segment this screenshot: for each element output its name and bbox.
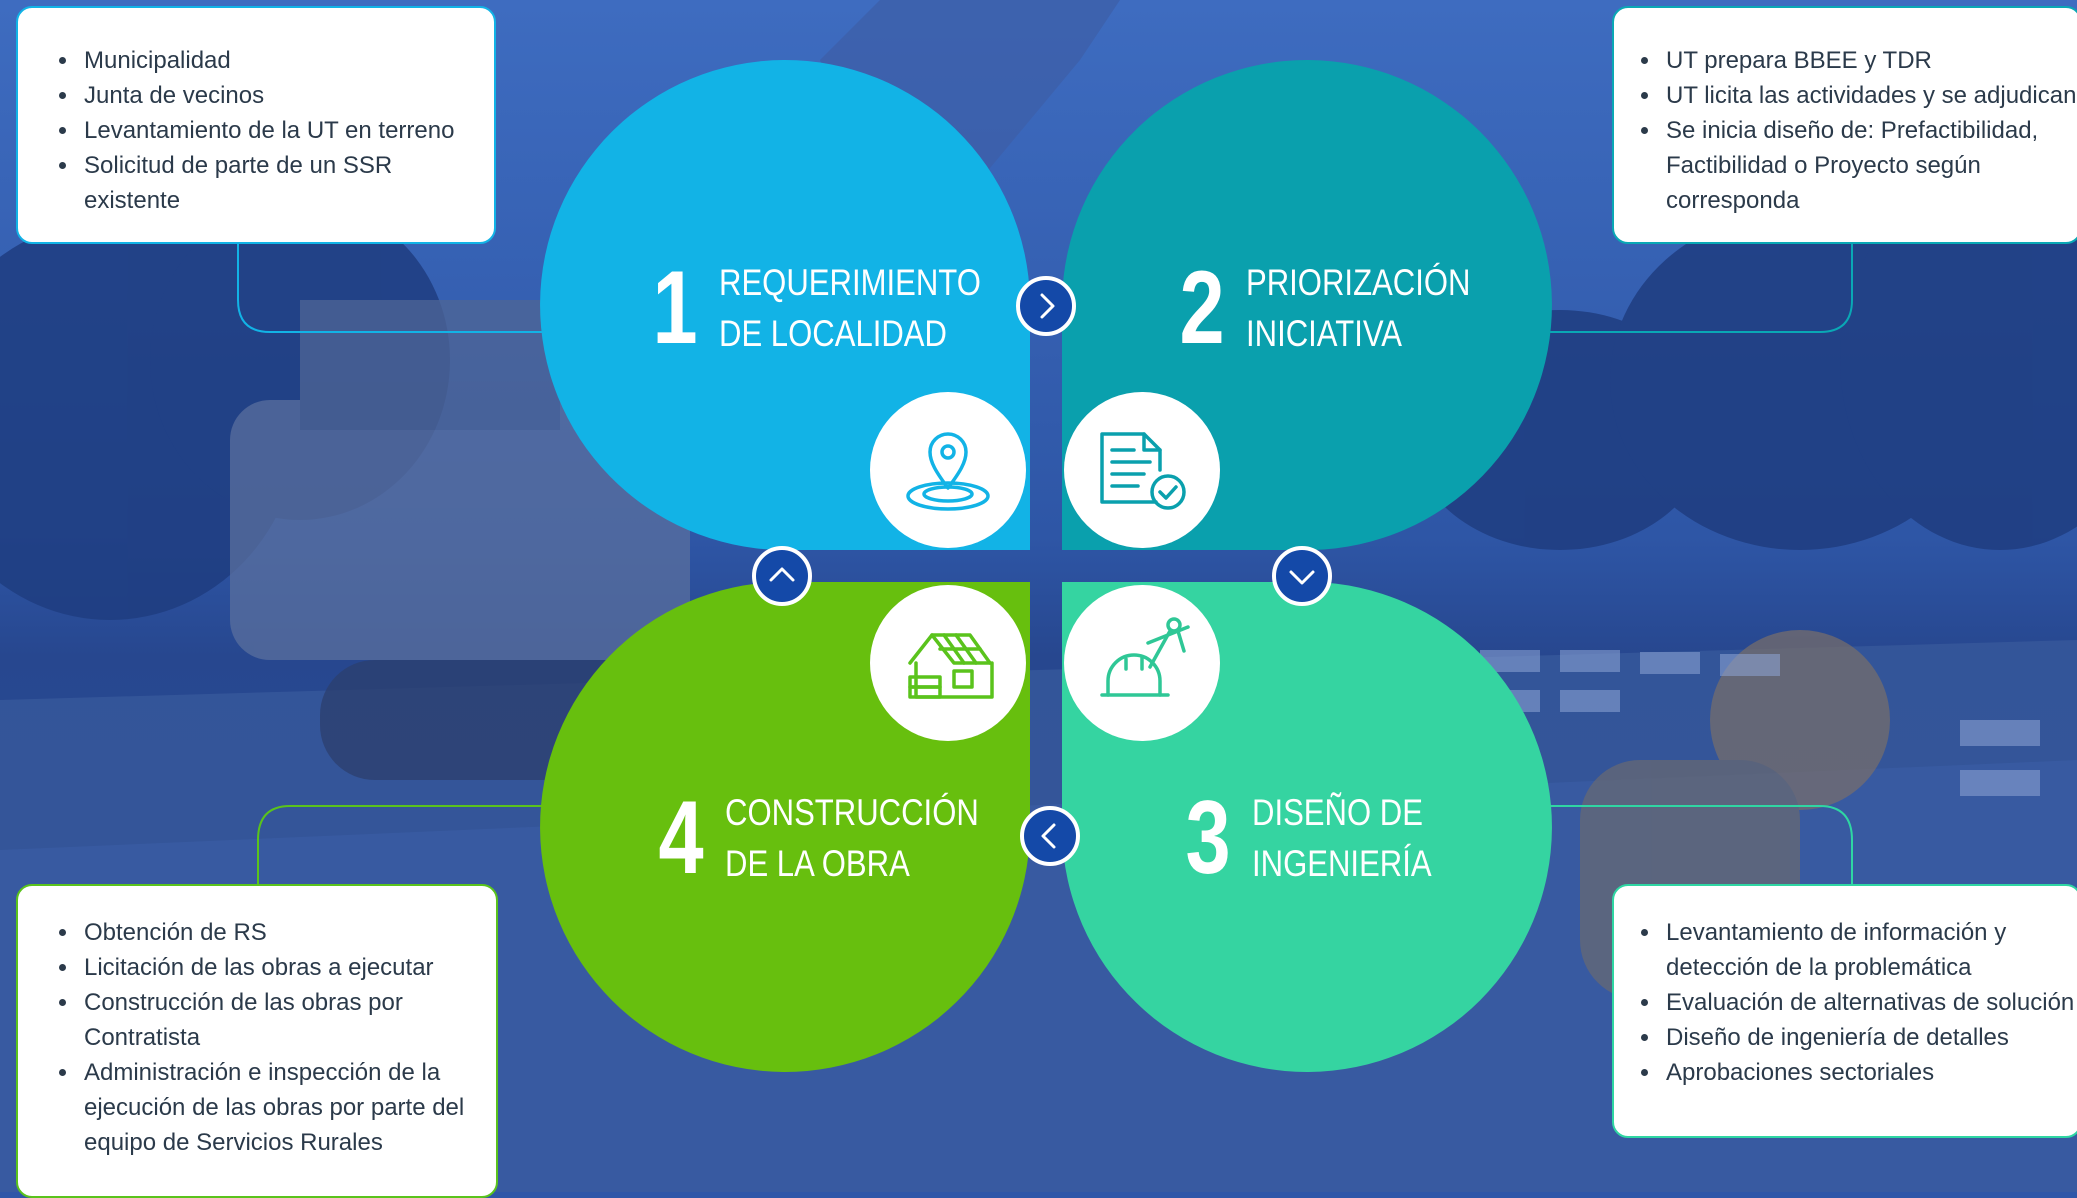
info-list-4: Obtención de RS Licitación de las obras … <box>18 915 496 1160</box>
stage-title-line: PRIORIZACIÓN <box>1246 262 1471 303</box>
list-item: Diseño de ingeniería de detalles <box>1662 1020 2077 1055</box>
stage-number: 3 <box>1185 780 1231 896</box>
stage-title-line: INICIATIVA <box>1246 313 1403 354</box>
chevron-right-icon[interactable] <box>1016 276 1076 336</box>
info-box-requerimiento: Municipalidad Junta de vecinos Levantami… <box>16 6 496 244</box>
stage-title: REQUERIMIENTO DE LOCALIDAD <box>719 257 981 359</box>
list-item: Solicitud de parte de un SSR existente <box>80 148 494 218</box>
list-item: Levantamiento de información y detección… <box>1662 915 2077 985</box>
stage-2-label: 2 PRIORIZACIÓN INICIATIVA <box>1172 256 1513 360</box>
list-item: Junta de vecinos <box>80 78 494 113</box>
stage-number: 2 <box>1179 250 1225 366</box>
location-pin-icon <box>870 392 1026 548</box>
house-construction-icon <box>870 585 1026 741</box>
stage-title-line: DE LA OBRA <box>725 843 910 884</box>
stage-number: 4 <box>658 780 704 896</box>
connector-4 <box>257 805 545 884</box>
connector-1 <box>237 244 545 333</box>
engineering-design-icon <box>1064 585 1220 741</box>
list-item: Construcción de las obras por Contratist… <box>80 985 496 1055</box>
info-box-diseno: Levantamiento de información y detección… <box>1612 884 2077 1138</box>
connector-3 <box>1548 805 1853 884</box>
list-item: Levantamiento de la UT en terreno <box>80 113 494 148</box>
list-item: Obtención de RS <box>80 915 496 950</box>
list-item: Licitación de las obras a ejecutar <box>80 950 496 985</box>
list-item: Aprobaciones sectoriales <box>1662 1055 2077 1090</box>
list-item: Administración e inspección de la ejecuc… <box>80 1055 496 1160</box>
stage-title-line: INGENIERÍA <box>1252 843 1432 884</box>
stage-title: DISEÑO DE INGENIERÍA <box>1252 787 1432 889</box>
list-item: Evaluación de alternativas de solución <box>1662 985 2077 1020</box>
document-check-icon <box>1064 392 1220 548</box>
stage-title-line: DISEÑO DE <box>1252 792 1423 833</box>
chevron-down-icon[interactable] <box>1272 546 1332 606</box>
stage-title-line: CONSTRUCCIÓN <box>725 792 979 833</box>
stage-number: 1 <box>652 250 698 366</box>
chevron-up-icon[interactable] <box>752 546 812 606</box>
info-list-1: Municipalidad Junta de vecinos Levantami… <box>18 43 494 218</box>
connector-2 <box>1548 244 1853 333</box>
stage-3-label: 3 DISEÑO DE INGENIERÍA <box>1178 786 1466 890</box>
chevron-left-icon[interactable] <box>1020 806 1080 866</box>
stage-4-label: 4 CONSTRUCCIÓN DE LA OBRA <box>651 786 1027 890</box>
info-list-3: Levantamiento de información y detección… <box>1614 915 2077 1090</box>
info-box-priorizacion: UT prepara BBEE y TDR UT licita las acti… <box>1612 6 2077 244</box>
stage-title: CONSTRUCCIÓN DE LA OBRA <box>725 787 979 889</box>
list-item: Municipalidad <box>80 43 494 78</box>
info-list-2: UT prepara BBEE y TDR UT licita las acti… <box>1614 43 2077 218</box>
info-box-construccion: Obtención de RS Licitación de las obras … <box>16 884 498 1198</box>
stage-title-line: REQUERIMIENTO <box>719 262 981 303</box>
list-item: UT licita las actividades y se adjudican <box>1662 78 2077 113</box>
list-item: Se inicia diseño de: Prefactibilidad, Fa… <box>1662 113 2077 218</box>
connector-lines <box>237 244 1853 884</box>
list-item: UT prepara BBEE y TDR <box>1662 43 2077 78</box>
stage-title: PRIORIZACIÓN INICIATIVA <box>1246 257 1470 359</box>
stage-1-label: 1 REQUERIMIENTO DE LOCALIDAD <box>645 256 1031 360</box>
stage-title-line: DE LOCALIDAD <box>719 313 947 354</box>
